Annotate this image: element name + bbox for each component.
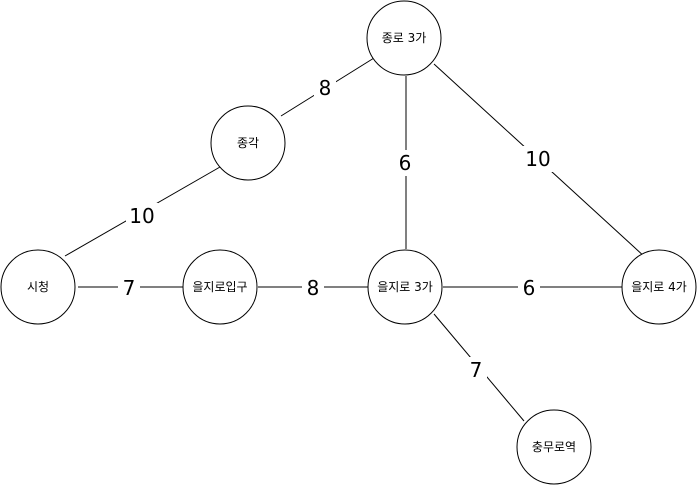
node-jongno3: 종로 3가 (366, 0, 442, 76)
weight-label: 10 (129, 204, 154, 228)
weight-label: 7 (123, 276, 136, 300)
weight-label: 6 (399, 151, 412, 175)
node-euljiroipgu: 을지로입구 (182, 249, 258, 325)
node-label: 을지로 4가 (631, 280, 687, 294)
node-label: 종각 (237, 136, 259, 150)
node-label: 시청 (27, 280, 49, 294)
weight-label: 7 (470, 358, 483, 382)
weight-label: 10 (525, 147, 550, 171)
edges (64, 57, 647, 422)
weight-label: 8 (319, 76, 332, 100)
node-chungmuro: 충무로역 (516, 409, 592, 485)
edge-weights: 8 10 7 8 6 10 6 7 (118, 74, 554, 383)
node-label: 종로 3가 (382, 31, 427, 45)
node-label: 충무로역 (532, 440, 576, 454)
node-label: 을지로입구 (192, 280, 247, 294)
node-cityhall: 시청 (0, 249, 76, 325)
node-jonggak: 종각 (210, 105, 286, 181)
node-label: 을지로 3가 (377, 280, 433, 294)
weight-label: 6 (523, 276, 536, 300)
node-euljiro3: 을지로 3가 (367, 249, 443, 325)
node-euljiro4: 을지로 4가 (621, 249, 697, 325)
weight-label: 8 (307, 276, 320, 300)
